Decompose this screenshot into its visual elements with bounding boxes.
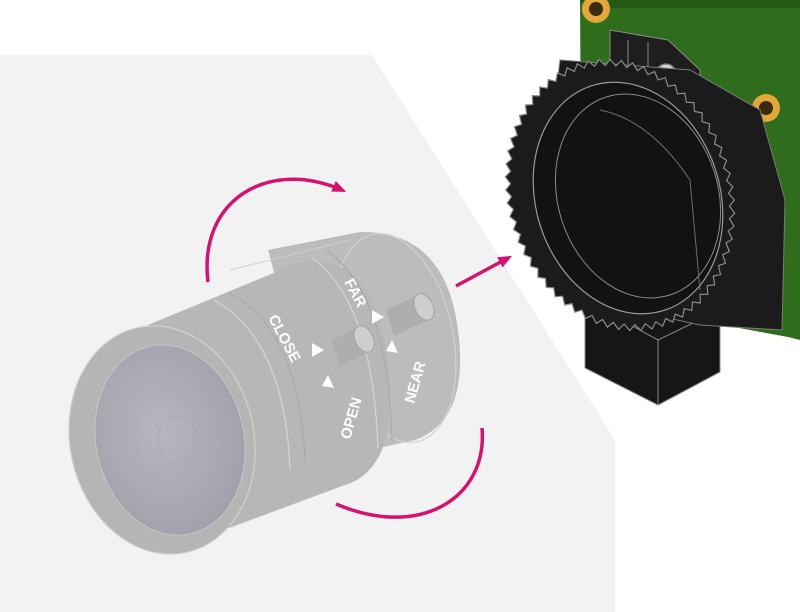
camera-module (504, 0, 800, 406)
far-marker-icon (372, 310, 384, 324)
lens-opening (532, 81, 724, 315)
aperture-lock-screw-icon (332, 325, 375, 366)
rotate-arrow-bottom-icon (335, 427, 485, 519)
screw-hole-icon (582, 0, 610, 23)
attach-arrow-icon (455, 255, 513, 288)
focus-lock-screw-icon (386, 293, 435, 336)
lens-glass (94, 344, 246, 536)
lens-assembly: CLOSE OPEN FAR NEAR (68, 231, 461, 555)
close-marker-icon (312, 343, 324, 357)
open-marker-icon (322, 375, 334, 388)
rotate-arrow-top-icon (205, 177, 347, 283)
near-marker-icon (386, 340, 398, 353)
